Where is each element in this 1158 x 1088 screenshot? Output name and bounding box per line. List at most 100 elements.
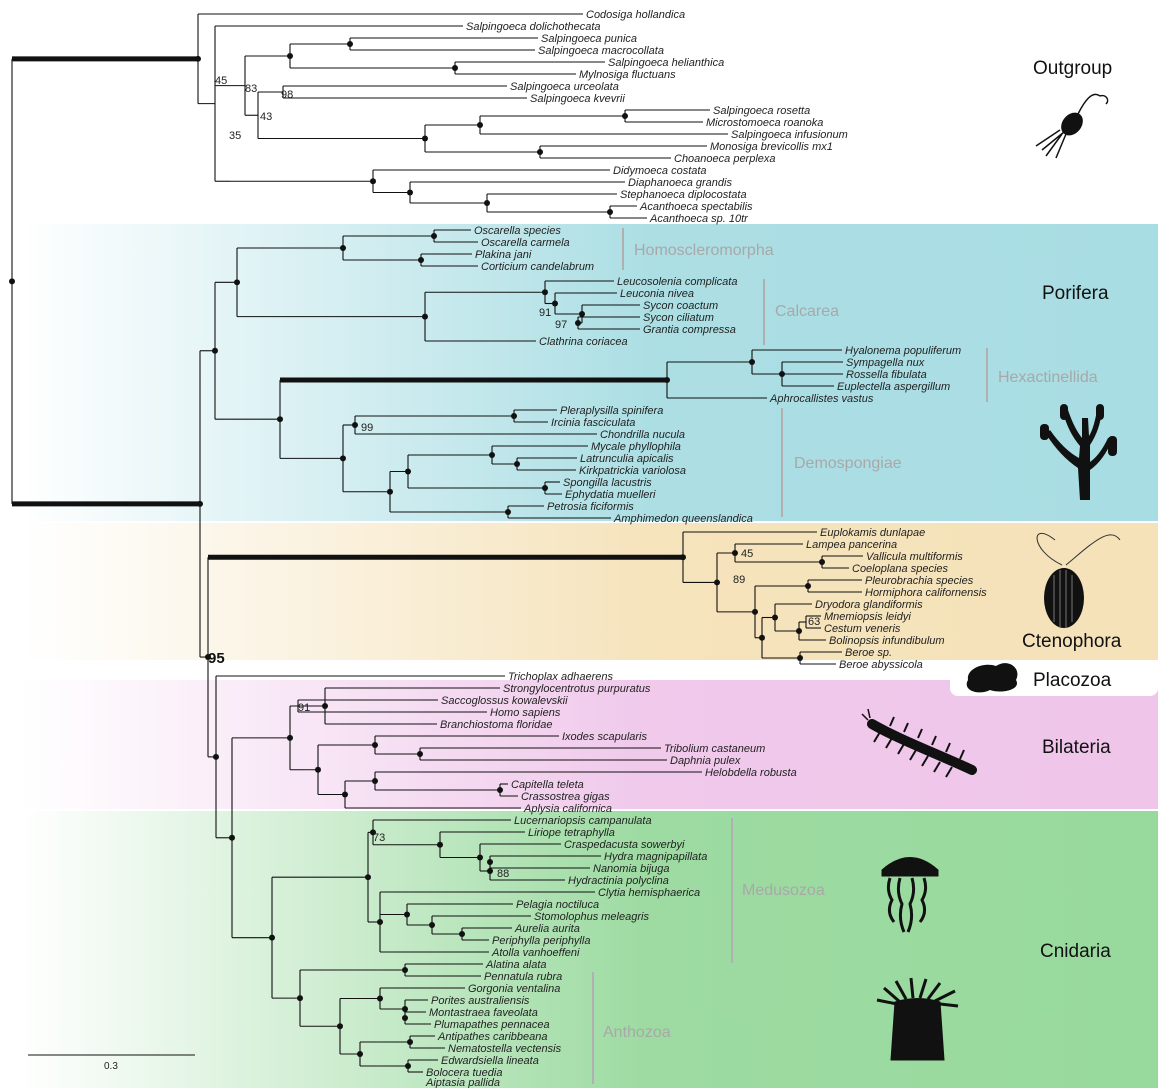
taxon-label: Salpingoeca urceolata [510,81,619,93]
support-values: 45 83 98 43 35 91 97 99 45 89 63 95 91 7… [208,75,820,880]
taxon-label: Codosiga hollandica [586,9,685,21]
tree-nodes [9,41,825,1069]
subclade-label-demospongiae: Demospongiae [794,455,902,472]
scale-bar: 0.3 [28,1054,195,1072]
node-dot [407,189,413,196]
taxon-label: Ircinia fasciculata [551,417,635,429]
taxon-label: Mylnosiga fluctuans [579,69,676,81]
taxon-label: Strongylocentrotus purpuratus [503,683,651,695]
node-dot [269,934,275,941]
taxon-label: Hormiphora californensis [865,587,987,599]
taxon-label: Cestum veneris [824,623,901,635]
taxon-label: Trichoplax adhaerens [508,671,613,683]
taxon-label: Bolinopsis infundibulum [829,635,945,647]
node-dot [437,841,443,848]
node-dot [9,278,15,285]
clade-label-cnidaria: Cnidaria [1040,941,1111,962]
node-dot [402,1006,408,1012]
taxon-label: Spongilla lacustris [563,477,652,489]
support-value: 91 [298,702,310,714]
taxon-label: Latrunculia apicalis [580,453,674,465]
node-dot [372,778,378,784]
node-dot [429,922,435,928]
subclade-brackets [592,228,988,1084]
subclade-label-calcarea: Calcarea [775,303,839,320]
support-value: 88 [497,868,509,880]
taxon-label: Diaphanoeca grandis [628,177,732,189]
node-dot [342,791,348,798]
node-dot [315,766,321,773]
node-dot [322,703,328,709]
taxon-label: Didymoeca costata [613,165,707,177]
taxon-label: Alatina alata [485,959,547,971]
sea-anemone-icon [876,977,959,1061]
taxon-label: Chondrilla nucula [600,429,685,441]
taxon-label: Nanomia bijuga [593,863,669,875]
node-dot [405,468,411,475]
taxon-label: Atolla vanhoeffeni [491,947,580,959]
taxon-label: Vallicula multiformis [866,551,963,563]
node-dot [459,931,465,937]
taxon-label: Mnemiopsis leidyi [824,611,911,623]
taxon-label: Pelagia noctiluca [516,899,599,911]
node-dot [387,488,393,495]
taxon-label: Edwardsiella lineata [441,1055,539,1067]
velvet-worm-icon [861,708,977,778]
ctenophora-band [20,523,1158,660]
taxon-labels: Codosiga hollandica Salpingoeca dolichot… [425,9,987,1088]
node-dot [579,311,585,317]
taxon-label: Nematostella vectensis [448,1043,562,1055]
support-value: 45 [215,75,227,87]
taxon-label: Microstomoeca roanoka [706,117,823,129]
node-dot [422,135,428,142]
taxon-label: Hydractinia polyclina [568,875,669,887]
node-dot [234,279,240,286]
support-value: 73 [373,832,385,844]
support-value: 89 [733,574,745,586]
jellyfish-icon [881,857,939,933]
node-dot [680,554,686,561]
taxon-label: Lucernariopsis campanulata [514,815,652,827]
taxon-label: Choanoeca perplexa [674,153,776,165]
taxon-label: Hyalonema populiferum [845,345,961,357]
node-dot [575,320,581,326]
node-dot [714,579,720,586]
node-dot [365,874,371,881]
node-dot [664,377,670,383]
node-dot [477,854,483,861]
taxon-label: Plakina jani [475,249,532,261]
taxon-label: Craspedacusta sowerbyi [564,839,685,851]
node-dot [542,289,548,296]
support-value: 99 [361,422,373,434]
taxon-label: Acanthoeca spectabilis [639,201,753,213]
taxon-label: Salpingoeca macrocollata [538,45,664,57]
node-dot [197,500,203,507]
node-dot [607,209,613,215]
node-dot [552,300,558,307]
node-dot [431,233,437,239]
node-dot [805,583,811,589]
node-dot [277,416,283,423]
node-dot [287,734,293,741]
taxon-label: Bolocera tuedia [426,1067,502,1079]
taxon-label: Branchiostoma floridae [440,719,553,731]
node-dot [417,751,423,757]
node-dot [205,654,211,661]
taxon-label: Lampea pancerina [806,539,897,551]
node-dot [405,1063,411,1069]
taxon-label: Euplectella aspergillum [837,381,950,393]
node-dot [796,628,802,634]
taxon-label: Gorgonia ventalina [468,983,560,995]
node-dot [484,200,490,206]
support-value: 43 [260,111,272,123]
subclade-label-homoscleromorpha: Homoscleromorpha [634,242,774,259]
taxon-label: Periphylla periphylla [492,935,590,947]
taxon-label: Helobdella robusta [705,767,797,779]
taxon-label: Antipathes caribbeana [437,1031,547,1043]
taxon-label: Coeloplana species [852,563,949,575]
bilateria-band [20,680,1158,809]
taxon-label: Clytia hemisphaerica [598,887,700,899]
subclade-label-hexactinellida: Hexactinellida [998,369,1098,386]
taxon-label: Salpingoeca punica [541,33,637,45]
